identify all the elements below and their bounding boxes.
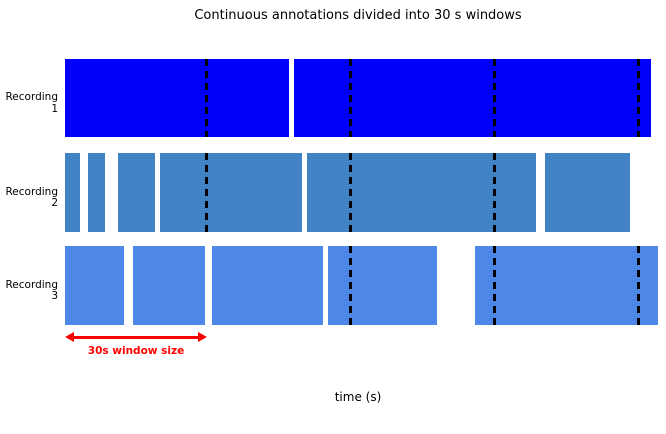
window-boundary-dashed-line	[492, 59, 496, 137]
timeline-bar-segment	[475, 246, 658, 325]
window-size-label: 30s window size	[87, 345, 185, 357]
window-boundary-dashed-line	[204, 153, 208, 232]
timeline-bar-segment	[545, 153, 630, 232]
timeline-bar-segment	[212, 246, 323, 325]
window-boundary-dashed-line	[636, 59, 640, 137]
window-boundary-dashed-line	[492, 246, 496, 325]
window-size-arrow	[65, 332, 207, 342]
arrow-right-head-icon	[198, 332, 207, 342]
timeline-bar-segment	[65, 246, 124, 325]
timeline-bar-segment	[118, 153, 155, 232]
timeline-bar-segment	[160, 153, 302, 232]
timeline-bar-segment	[65, 59, 289, 137]
timeline-bar-segment	[65, 153, 80, 232]
timeline-bar-segment	[307, 153, 536, 232]
row-label: Recording 2	[5, 185, 58, 210]
timeline-bar-segment	[88, 153, 105, 232]
window-boundary-dashed-line	[204, 59, 208, 137]
figure-title: Continuous annotations divided into 30 s…	[194, 8, 522, 23]
row-label: Recording 3	[5, 278, 58, 303]
arrow-line	[68, 336, 204, 339]
x-axis-label: time (s)	[334, 390, 382, 404]
row-label: Recording 1	[5, 91, 58, 115]
window-boundary-dashed-line	[348, 246, 352, 325]
timeline-bar-segment	[294, 59, 651, 137]
window-boundary-dashed-line	[492, 153, 496, 232]
window-boundary-dashed-line	[348, 153, 352, 232]
window-boundary-dashed-line	[348, 59, 352, 137]
window-boundary-dashed-line	[636, 246, 640, 325]
timeline-bar-segment	[328, 246, 437, 325]
timeline-bar-segment	[133, 246, 205, 325]
